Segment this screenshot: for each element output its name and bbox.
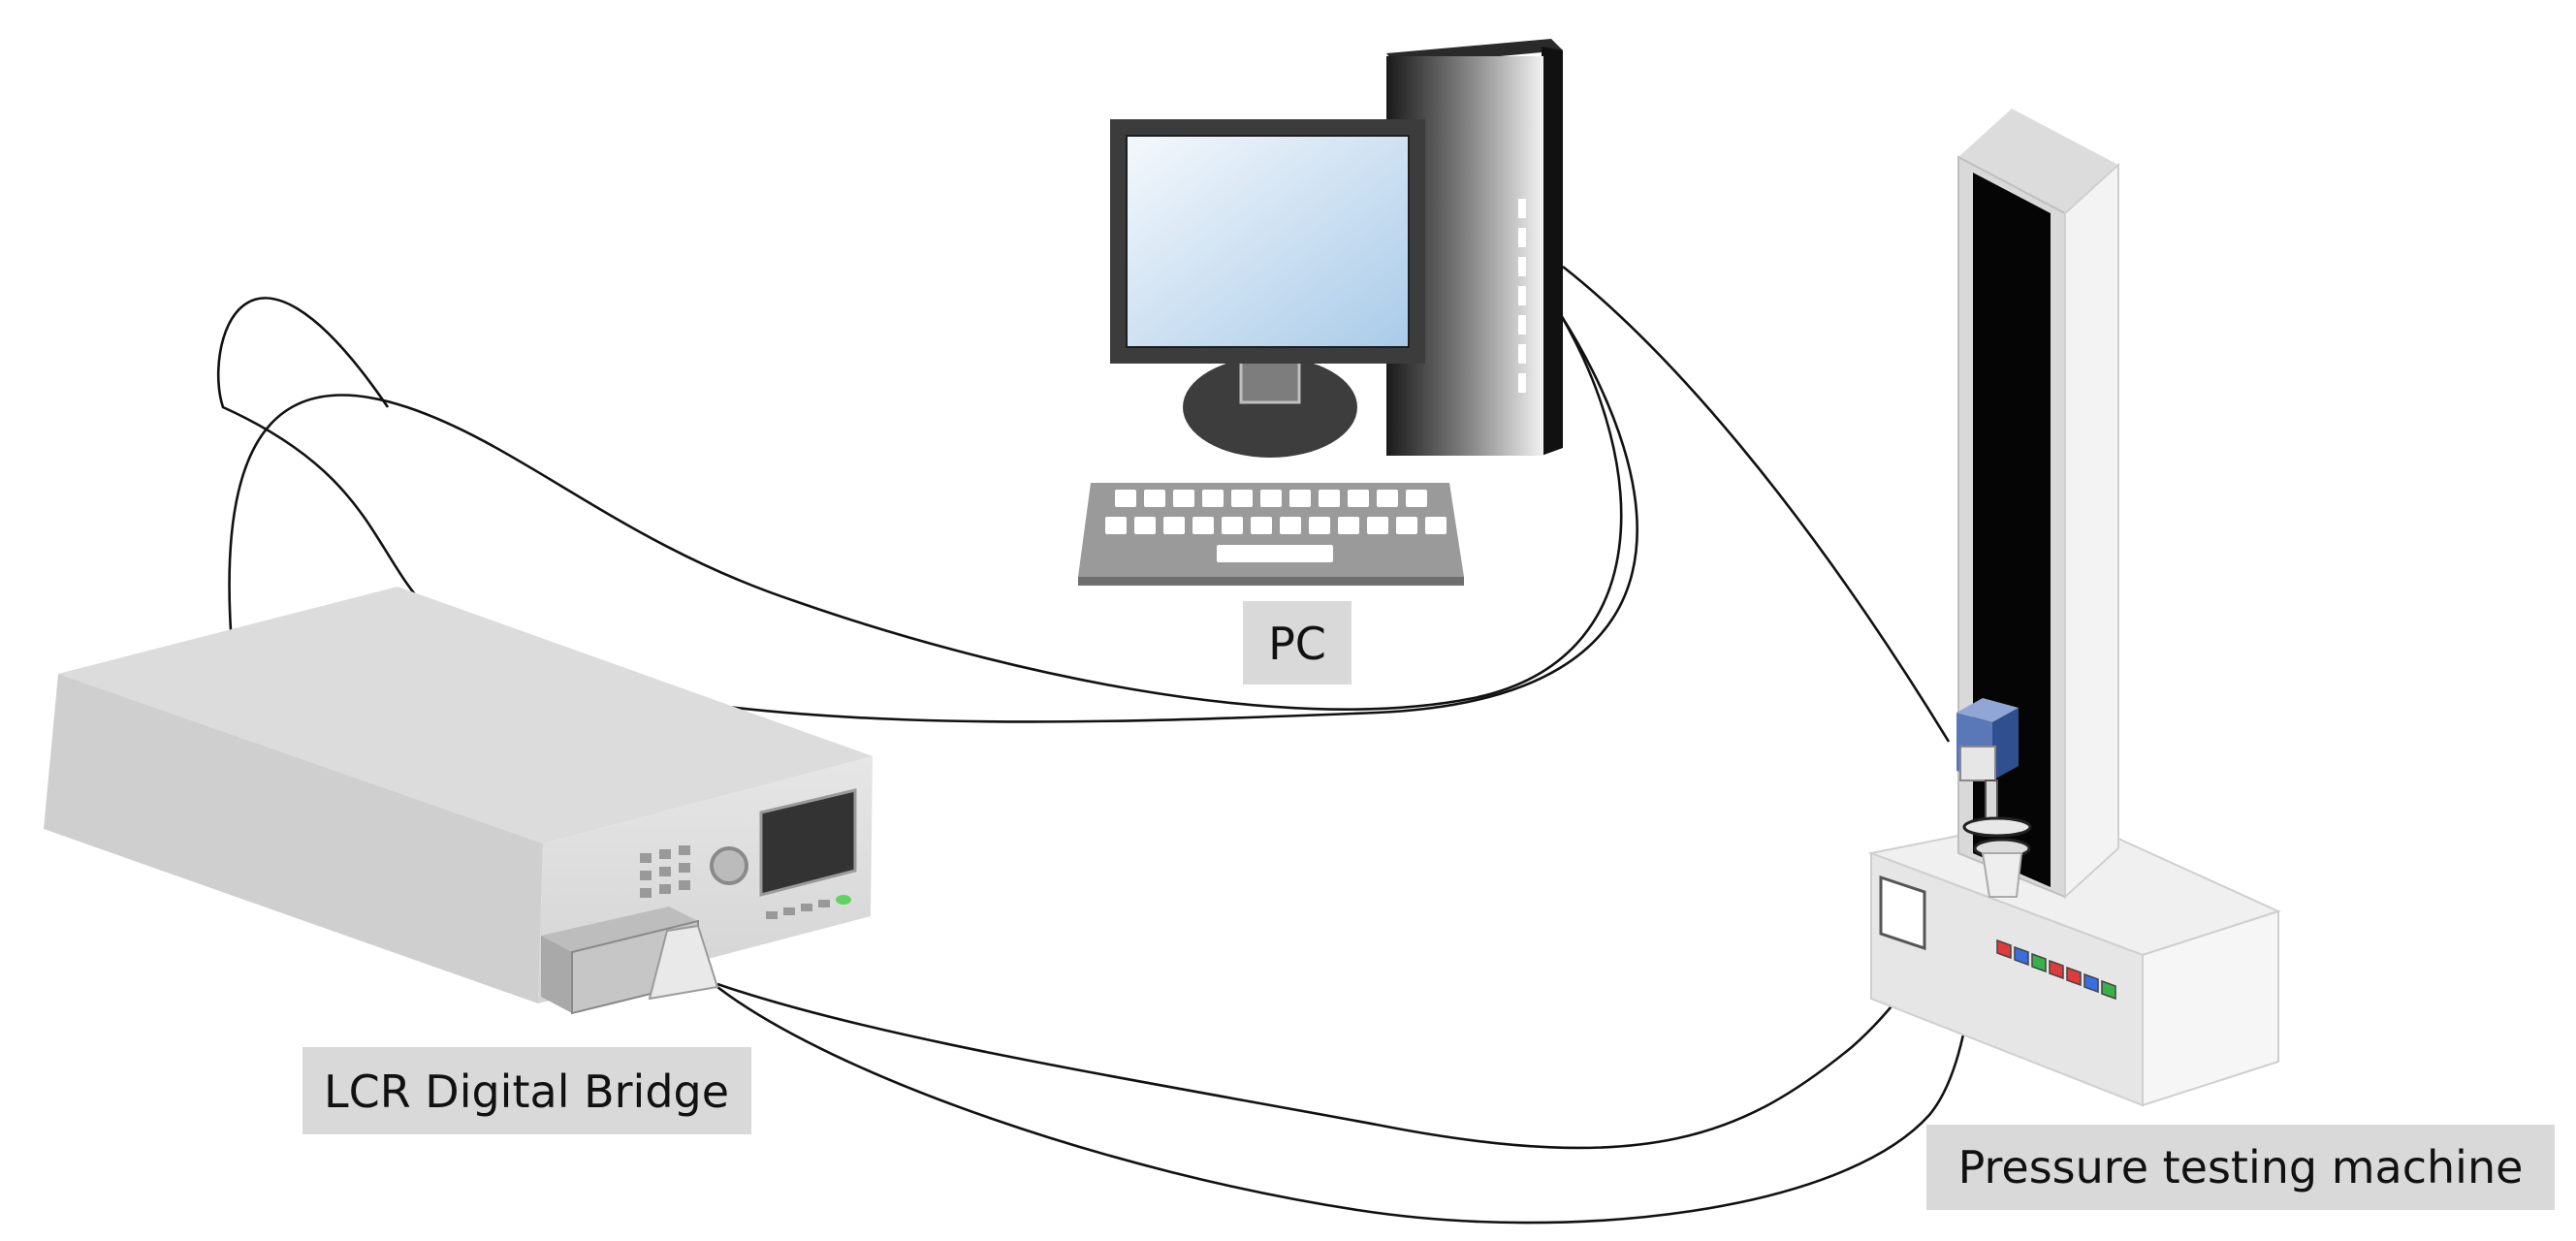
machine-sensor-mount xyxy=(1959,746,1996,781)
lcr-fixture-front xyxy=(541,936,572,1013)
pc-monitor-base xyxy=(1183,357,1357,458)
machine-button xyxy=(2014,945,2029,967)
lcr-buttons xyxy=(766,900,830,919)
cable-pc-to-lcr-top xyxy=(228,314,1623,711)
lcr-power-led xyxy=(836,895,851,905)
machine-button xyxy=(1996,939,2012,960)
lcr-fixture-cone xyxy=(648,924,719,1001)
machine-button xyxy=(2066,966,2082,987)
lcr-display xyxy=(759,788,857,897)
lcr-fixture-top xyxy=(541,907,698,952)
lcr-top xyxy=(58,587,873,843)
machine-sensor-top xyxy=(1956,698,2019,722)
machine-button xyxy=(2049,959,2064,980)
cable-lcr-to-machine-lower xyxy=(716,852,2009,1225)
pc-keyboard-keys xyxy=(1105,490,1447,562)
machine-button xyxy=(2101,979,2116,1001)
lcr-dial xyxy=(710,846,748,885)
pc-computer xyxy=(1078,39,1563,586)
lcr-digital-bridge xyxy=(44,587,873,1015)
machine-base-side xyxy=(2142,909,2279,1107)
label-pc-text: PC xyxy=(1268,618,1326,670)
machine-buttons xyxy=(1996,939,2116,1001)
cable-lcr-to-machine-upper xyxy=(716,852,1998,1150)
machine-anvil xyxy=(1981,852,2023,898)
lcr-side xyxy=(44,674,543,1003)
machine-display xyxy=(1879,875,1926,951)
machine-column-side xyxy=(2064,162,2119,900)
pressure-testing-machine xyxy=(1867,109,2281,1107)
lcr-keypad xyxy=(640,845,690,898)
pc-monitor-stand xyxy=(1239,357,1301,404)
label-pc: PC xyxy=(1243,601,1352,684)
label-pressure-testing-machine: Pressure testing machine xyxy=(1926,1125,2555,1210)
machine-button xyxy=(2031,952,2047,973)
machine-sensor-side xyxy=(1992,708,2019,780)
machine-upper-plate xyxy=(1962,816,2032,838)
machine-column-top xyxy=(1958,109,2118,213)
machine-button xyxy=(2083,972,2099,994)
label-lcr-digital-bridge: LCR Digital Bridge xyxy=(302,1047,751,1134)
label-lcr-text: LCR Digital Bridge xyxy=(324,1066,729,1118)
pc-tower-side xyxy=(1542,47,1563,456)
pc-monitor-screen xyxy=(1126,135,1410,348)
pc-tower-slots xyxy=(1518,199,1526,393)
label-machine-text: Pressure testing machine xyxy=(1958,1141,2524,1193)
cable-pc-to-machine xyxy=(1562,265,1951,743)
